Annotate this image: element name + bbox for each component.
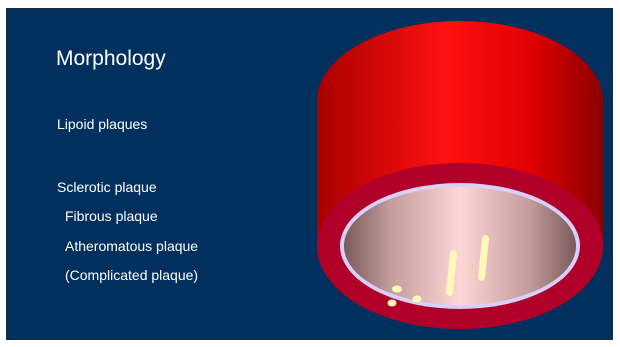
- lipid-dot: [413, 296, 422, 303]
- bullet-lipoid-plaques: Lipoid plaques: [57, 116, 147, 132]
- bullet-atheromatous-plaque: Atheromatous plaque: [65, 238, 198, 254]
- vessel-top-rim: [317, 21, 603, 181]
- lipid-dot: [392, 286, 402, 293]
- slide-title: Morphology: [56, 47, 166, 71]
- bullet-fibrous-plaque: Fibrous plaque: [65, 208, 158, 224]
- bullet-complicated-plaque: (Complicated plaque): [65, 267, 198, 283]
- slide: Morphology Lipoid plaques Sclerotic plaq…: [6, 8, 613, 340]
- lipid-dot: [388, 300, 397, 307]
- vessel-illustration: [307, 9, 613, 340]
- lumen: [344, 187, 576, 305]
- bullet-sclerotic-plaque: Sclerotic plaque: [57, 179, 157, 195]
